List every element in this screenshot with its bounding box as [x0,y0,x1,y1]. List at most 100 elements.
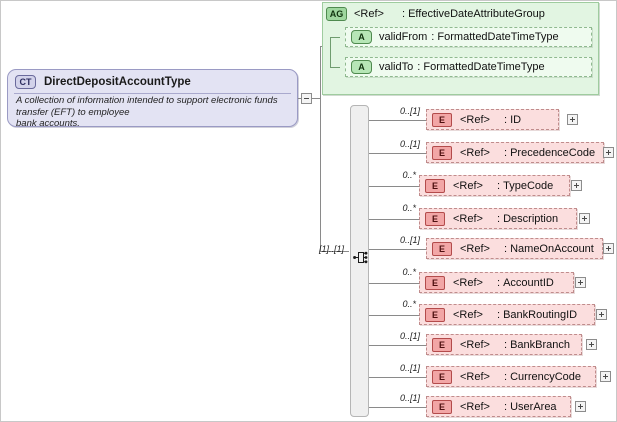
element-row-BankRoutingID[interactable]: E <Ref> : BankRoutingID [419,304,595,325]
element-row-AccountID[interactable]: E <Ref> : AccountID [419,272,574,293]
element-icon: E [432,337,452,352]
sequence-cardinality: [1]..[1] [319,244,345,254]
element-expander[interactable] [600,371,611,382]
element-separator: : [503,113,508,126]
element-name-text: TypeCode [503,179,554,192]
attribute-separator: : [431,31,435,43]
element-separator: : [503,338,508,351]
element-cardinality: 0..* [402,170,416,180]
element-expander[interactable] [586,339,597,350]
connector-to-element [369,283,419,284]
element-name-text: NameOnAccount [510,242,594,255]
element-row-NameOnAccount[interactable]: E <Ref> : NameOnAccount [426,238,603,259]
connector-to-element [369,219,419,220]
element-icon: E [425,178,445,193]
connector-trunk-vertical [320,46,321,251]
element-expander[interactable] [603,243,614,254]
element-expander[interactable] [579,213,590,224]
element-ref: <Ref> [453,179,483,192]
attribute-row-validFrom[interactable]: A validFrom : FormattedDateTimeType [345,27,592,47]
element-row-Description[interactable]: E <Ref> : Description [419,208,577,229]
element-icon: E [425,211,445,226]
sequence-compositor-bar[interactable] [350,105,369,417]
connector-attribute-tree-vertical [330,37,331,67]
complex-type-icon: CT [15,74,36,89]
element-expander[interactable] [575,277,586,288]
element-ref: <Ref> [460,146,490,159]
element-icon: E [432,112,452,127]
element-ref: <Ref> [453,276,483,289]
element-row-TypeCode[interactable]: E <Ref> : TypeCode [419,175,570,196]
element-row-BankBranch[interactable]: E <Ref> : BankBranch [426,334,582,355]
element-name: : TypeCode [497,180,553,192]
attribute-type: : FormattedDateTimeType [431,31,558,43]
element-cardinality: 0..[1] [399,106,420,116]
element-ref: <Ref> [460,242,490,255]
complex-type-collapse-expander[interactable] [301,93,312,104]
element-cardinality: 0..[1] [399,235,420,245]
element-separator: : [503,400,508,413]
element-separator: : [496,276,501,289]
connector-attribute-tree-branch-1 [330,37,340,38]
connector-trunk-to-sequence [320,251,349,252]
element-cardinality: 0..* [402,267,416,277]
complex-type-name: DirectDepositAccountType [44,75,191,88]
attribute-type: : FormattedDateTimeType [417,61,544,73]
element-name: : NameOnAccount [504,243,594,255]
element-name-text: ID [510,113,522,126]
element-row-PrecedenceCode[interactable]: E <Ref> : PrecedenceCode [426,142,604,163]
element-cardinality: 0..* [402,299,416,309]
connector-to-element [369,120,426,121]
element-cardinality: 0..[1] [399,393,420,403]
complex-type-box[interactable]: CT DirectDepositAccountType A collection… [7,69,298,130]
attribute-group-name-text: EffectiveDateAttributeGroup [408,8,545,20]
element-row-ID[interactable]: E <Ref> : ID [426,109,559,130]
attribute-icon: A [351,30,372,44]
element-name: : BankRoutingID [497,309,577,321]
attribute-row-validTo[interactable]: A validTo : FormattedDateTimeType [345,57,592,77]
element-cardinality: 0..* [402,203,416,213]
element-expander[interactable] [596,309,607,320]
connector-to-element [369,315,419,316]
element-expander[interactable] [575,401,586,412]
element-expander[interactable] [603,147,614,158]
element-cardinality: 0..[1] [399,363,420,373]
element-name: : CurrencyCode [504,371,581,383]
connector-to-element [369,186,419,187]
element-ref: <Ref> [460,400,490,413]
element-separator: : [496,308,501,321]
element-expander[interactable] [571,180,582,191]
element-ref: <Ref> [460,338,490,351]
complex-type-divider [14,93,291,94]
element-name: : PrecedenceCode [504,147,595,159]
element-icon: E [425,275,445,290]
element-ref: <Ref> [460,370,490,383]
attribute-name: validFrom [379,31,428,43]
element-cardinality: 0..[1] [399,139,420,149]
attribute-group-header: AG <Ref> : EffectiveDateAttributeGroup [326,6,545,22]
element-row-CurrencyCode[interactable]: E <Ref> : CurrencyCode [426,366,596,387]
element-expander[interactable] [567,114,578,125]
connector-attribute-tree-branch-2 [330,67,340,68]
element-name-text: BankRoutingID [503,308,578,321]
sequence-compositor-icon [353,251,368,264]
connector-to-element [369,153,426,154]
element-name: : Description [497,213,558,225]
connector-to-element [369,407,426,408]
attribute-group-panel[interactable]: AG <Ref> : EffectiveDateAttributeGroup A… [322,2,599,95]
element-separator: : [496,179,501,192]
attribute-group-name: : EffectiveDateAttributeGroup [402,8,545,20]
connector-to-element [369,345,426,346]
connector-to-element [369,249,426,250]
element-ref: <Ref> [453,212,483,225]
element-separator: : [503,242,508,255]
element-name: : AccountID [497,277,554,289]
element-row-UserArea[interactable]: E <Ref> : UserArea [426,396,571,417]
element-icon: E [425,307,445,322]
connector-expander-to-trunk [312,98,320,99]
element-name-text: PrecedenceCode [510,146,596,159]
element-icon: E [432,399,452,414]
element-separator: : [496,212,501,225]
complex-type-documentation: A collection of information intended to … [16,95,278,130]
element-icon: E [432,369,452,384]
